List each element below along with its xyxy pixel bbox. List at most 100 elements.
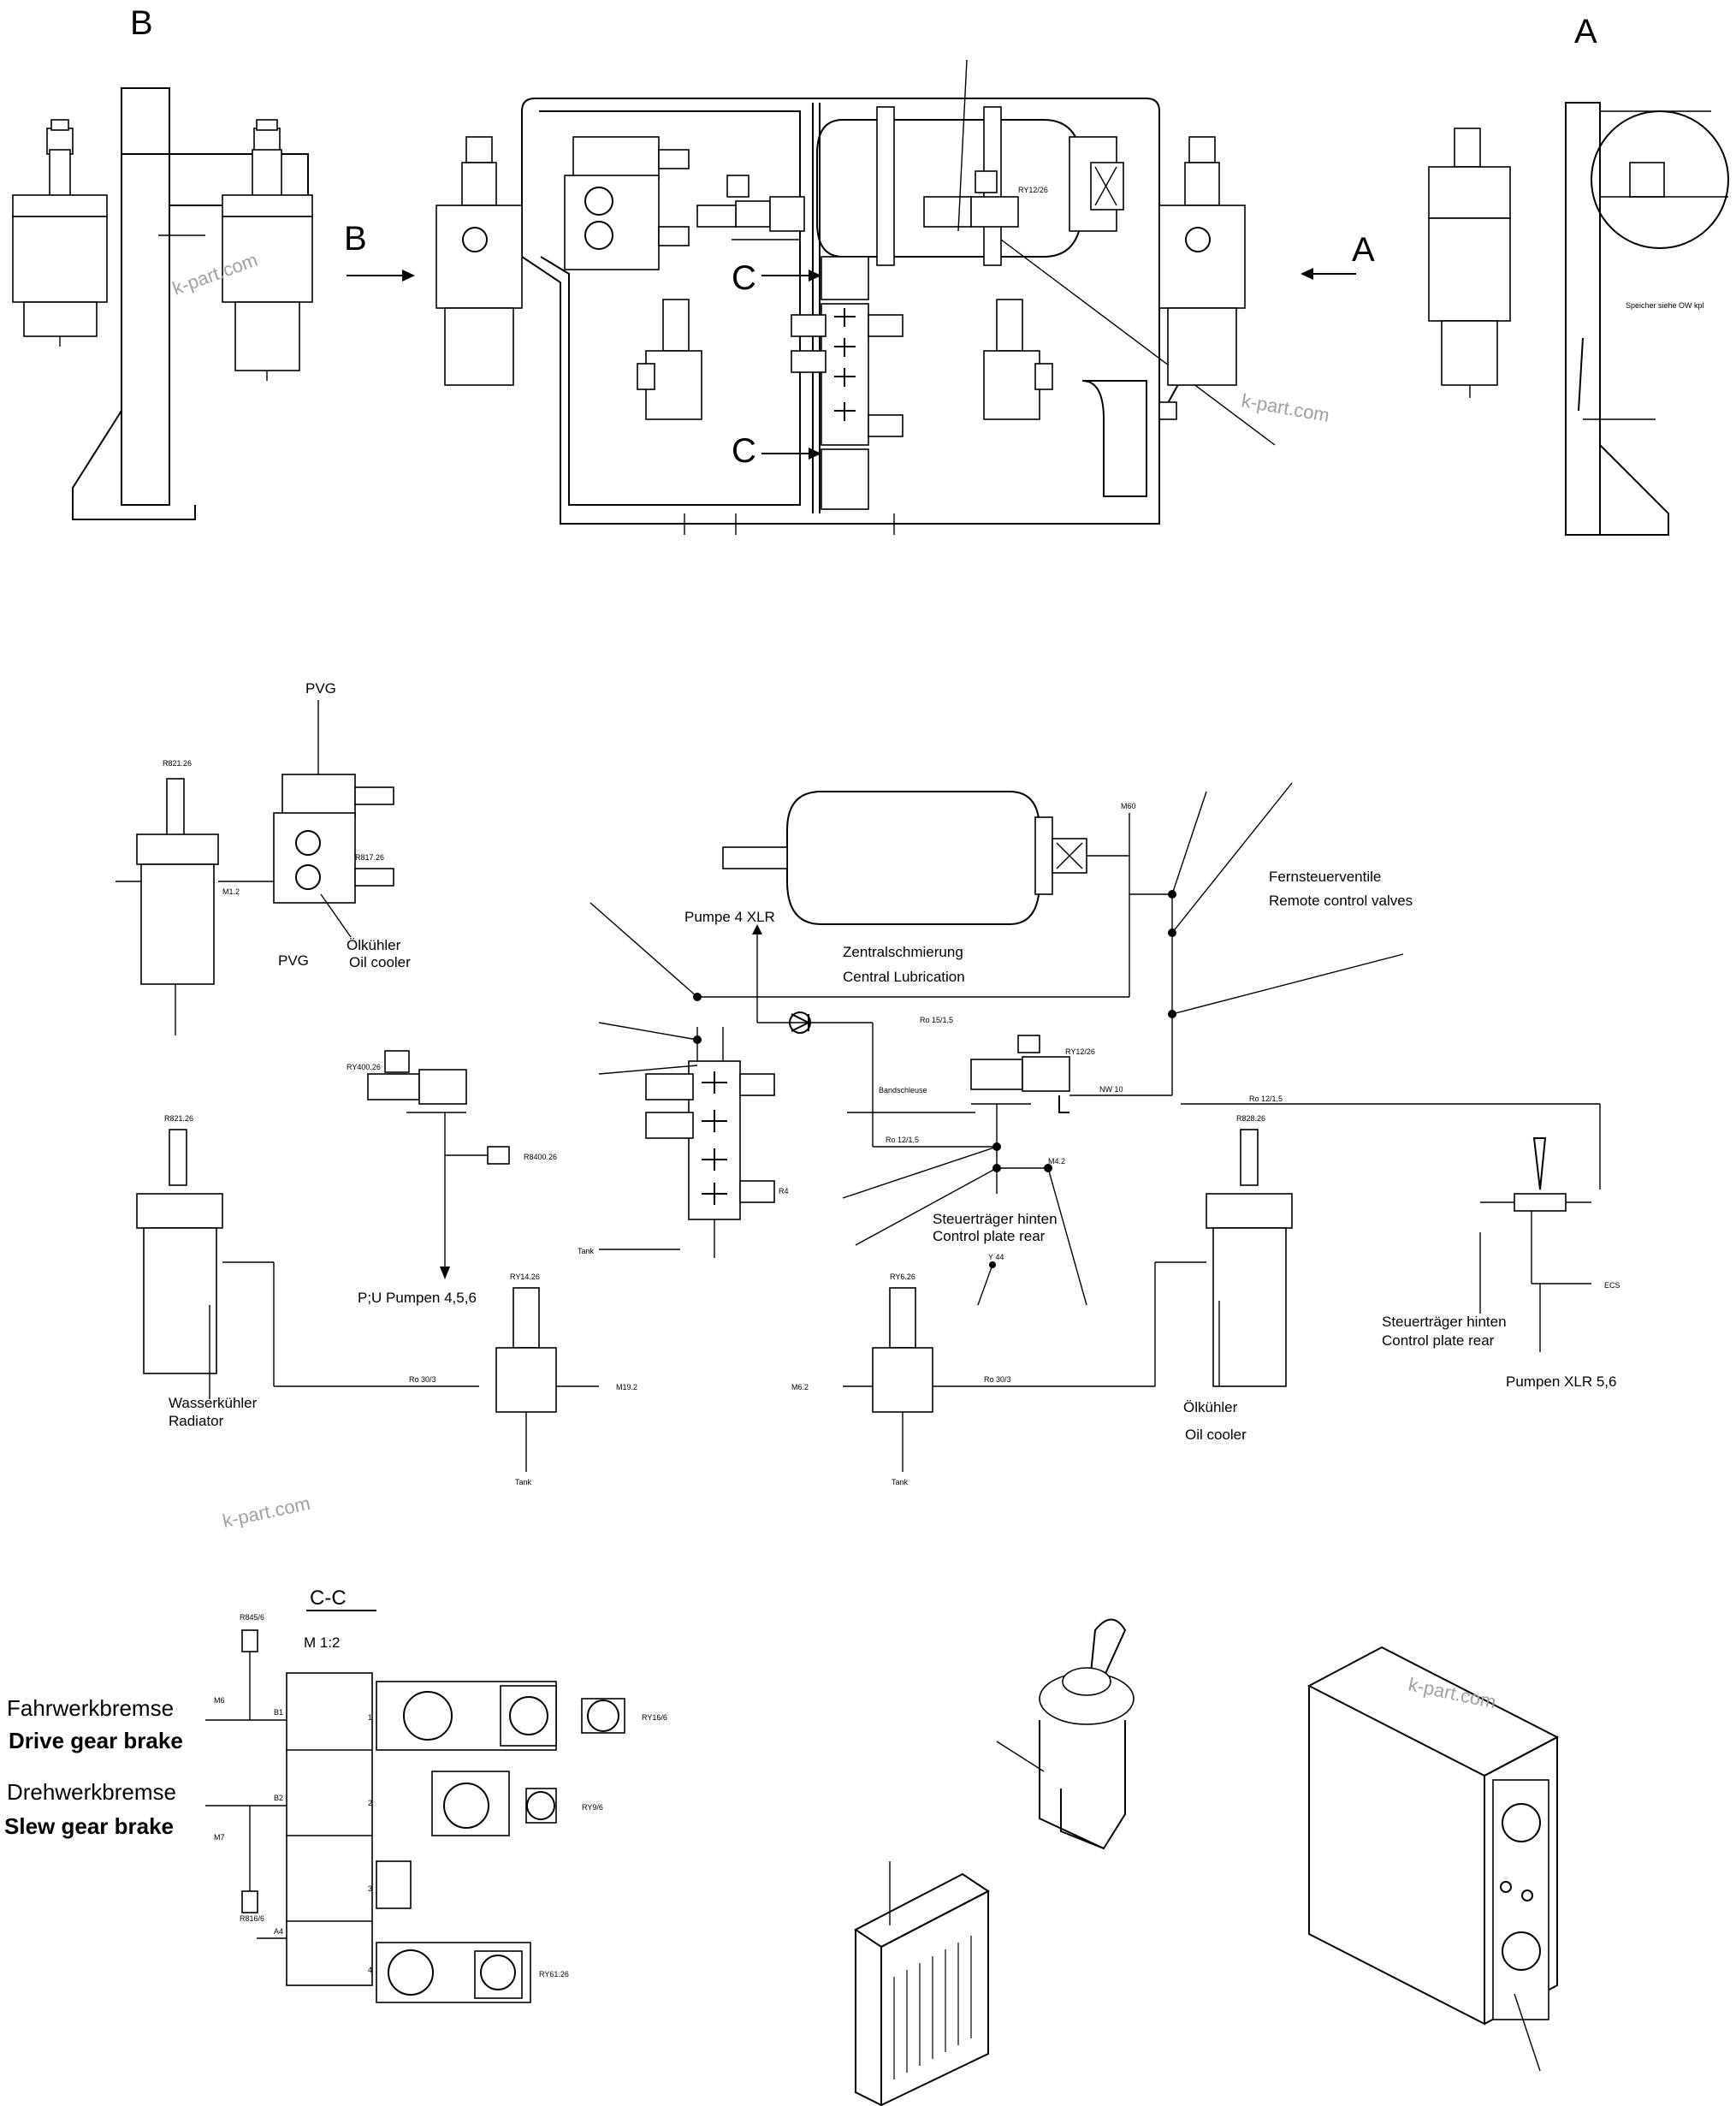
- section-manifold: [286, 1672, 373, 1986]
- oelkuehler-label: Ölkühler: [347, 937, 401, 953]
- ry16-label: RY16/6: [642, 1713, 667, 1722]
- fahrwerk-label: Fahrwerkbremse: [7, 1695, 174, 1721]
- section-title: C-C: [310, 1587, 347, 1610]
- filter-plan-right: [1158, 136, 1246, 386]
- relay-module: k-part.com: [1306, 1646, 1560, 2072]
- port-1-label: 1: [368, 1713, 372, 1722]
- r4-label: R4: [779, 1187, 789, 1195]
- oelkuehler2-label: Ölkühler: [1183, 1399, 1238, 1415]
- wasserkuehler-label: Wasserkühler: [169, 1395, 258, 1411]
- pumpen-xlr-label: Pumpen XLR 5,6: [1506, 1373, 1616, 1390]
- tank-right-label: Tank: [892, 1478, 909, 1486]
- arrow-c1-label: C: [732, 259, 756, 297]
- watermark-4: k-part.com: [1407, 1673, 1498, 1712]
- view-a-label: A: [1574, 13, 1597, 50]
- ecs-label: ECS: [1604, 1281, 1620, 1290]
- watermark-3: k-part.com: [221, 1492, 312, 1532]
- ro30-left-label: Ro 30/3: [409, 1375, 436, 1384]
- filter-schem-1: R821.26: [116, 759, 274, 1035]
- m192-label: M19.2: [616, 1383, 637, 1391]
- watermark-2: k-part.com: [1240, 389, 1331, 426]
- terminal-block: [854, 1861, 990, 2106]
- filter-schem-3: R828.26 Ro 12/1,5 Ölkühler Oil cooler: [1154, 1095, 1601, 1443]
- valve-ry14: RY14.26 Ro 30/3 M19.2 Tank: [409, 1272, 637, 1486]
- drive-label: Drive gear brake: [9, 1728, 183, 1753]
- b2-label: B2: [274, 1794, 283, 1802]
- ro15-label: Ro 15/1,5: [920, 1016, 953, 1024]
- r8400-label: R8400.26: [524, 1153, 557, 1161]
- ro12a-label: Ro 12/1,5: [886, 1136, 919, 1144]
- zentral-label: Zentralschmierung: [843, 944, 963, 960]
- fernsteuer-label: Fernsteuerventile: [1269, 869, 1381, 885]
- b1-label: B1: [274, 1708, 283, 1717]
- pvg-head: [281, 774, 356, 818]
- filter-schem-2: R821.26 Wasserkühler Radiator: [136, 1114, 479, 1429]
- view-b: B k-part.com: [12, 4, 313, 520]
- filter-plan-left: [435, 136, 523, 386]
- steuer-b-label: Steuerträger hinten: [1382, 1314, 1507, 1330]
- tank-mid-label: Tank: [578, 1247, 595, 1255]
- speicher-note: Speicher siehe OW kpl: [1626, 301, 1704, 310]
- pvg-body: [273, 812, 356, 904]
- ro12b-label: Ro 12/1,5: [1249, 1095, 1283, 1103]
- remote-label: Remote control valves: [1269, 893, 1413, 909]
- nw10-label: NW 10: [1099, 1085, 1123, 1094]
- ry12-top-label: RY12/26: [1018, 186, 1048, 194]
- plan-view: B C C A: [344, 59, 1375, 535]
- arrow-c2-label: C: [732, 432, 756, 470]
- pu-pumpen-label: P;U Pumpen 4,5,6: [358, 1290, 477, 1306]
- control-b-label: Control plate rear: [1382, 1332, 1495, 1349]
- filter-a: [1428, 128, 1511, 398]
- y44-label: Y 44: [988, 1253, 1004, 1261]
- control-lever-schem: ECS Steuerträger hinten Control plate re…: [1382, 1137, 1620, 1390]
- filter-b2: [222, 119, 313, 381]
- drehwerk-label: Drehwerkbremse: [7, 1779, 176, 1805]
- r817-label: R817.26: [355, 853, 384, 862]
- r828-label: R828.26: [1236, 1114, 1265, 1123]
- filter-b1: [12, 119, 108, 347]
- ry9-label: RY9/6: [582, 1803, 603, 1812]
- section-scale: M 1:2: [304, 1634, 341, 1651]
- m12-label: M1.2: [222, 887, 240, 896]
- port-2-label: 2: [368, 1799, 372, 1807]
- valve-plan-a: [637, 299, 702, 420]
- pvg-top-label: PVG: [305, 680, 336, 697]
- ry6-label: RY6.26: [890, 1272, 915, 1281]
- r821b-label: R821.26: [164, 1114, 193, 1123]
- view-a: A Speicher siehe OW kpl: [1428, 13, 1729, 536]
- oil-cooler-label: Oil cooler: [349, 954, 411, 970]
- schematic: PVG R817.26 M1.2 PVG Ölkühler Oil cooler…: [116, 680, 1620, 1532]
- steuer-a-label: Steuerträger hinten: [933, 1211, 1058, 1227]
- port-4-label: 4: [368, 1966, 372, 1974]
- a4-label: A4: [274, 1927, 283, 1936]
- tank-left-label: Tank: [515, 1478, 532, 1486]
- m60-label: M60: [1121, 802, 1136, 810]
- valve-ry400: RY400.26 R8400.26 P;U Pumpen 4,5,6: [347, 1050, 557, 1306]
- m42-label: M4.2: [1048, 1157, 1065, 1166]
- valve-stack-plan: [791, 256, 904, 510]
- valve-ry12: Ro 15/1,5 RY12/26 NW 10 Bandschleuse Ro …: [842, 1014, 1173, 1306]
- slew-label: Slew gear brake: [4, 1813, 174, 1839]
- accumulator-plan: RY12/26: [816, 59, 1276, 446]
- ry14-label: RY14.26: [510, 1272, 540, 1281]
- valve-plan-left: [696, 175, 805, 240]
- oil-cooler2-label: Oil cooler: [1185, 1427, 1247, 1443]
- toggle-switch: [996, 1618, 1135, 1850]
- port-3-label: 3: [368, 1884, 372, 1893]
- arrow-b-label: B: [344, 220, 367, 258]
- pvg-bottom-label: PVG: [278, 952, 309, 969]
- valve-block-center: Tank R4: [578, 1027, 789, 1258]
- pumpe4-label: Pumpe 4 XLR: [684, 909, 775, 925]
- pvg-block-plan: [564, 136, 690, 270]
- r845-label: R845/6: [240, 1613, 264, 1622]
- central-lub-label: Central Lubrication: [843, 969, 965, 985]
- r821a-label: R821.26: [163, 759, 192, 768]
- ry12-mid-label: RY12/26: [1065, 1047, 1095, 1056]
- ry400-label: RY400.26: [347, 1063, 381, 1071]
- druck-label: Bandschleuse: [879, 1086, 927, 1095]
- r816-label: R816/6: [240, 1914, 264, 1923]
- radiator-label: Radiator: [169, 1413, 224, 1429]
- accumulator-schem: [722, 791, 1129, 925]
- m62-label: M6.2: [791, 1383, 809, 1391]
